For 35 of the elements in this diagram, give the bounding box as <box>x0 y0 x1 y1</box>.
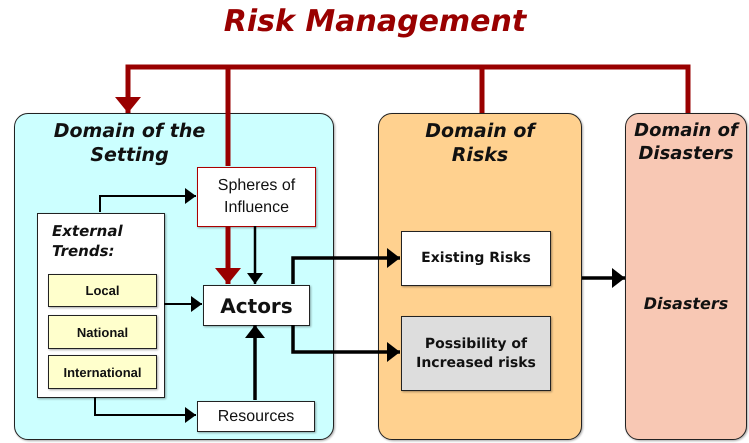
panel-body-text: Disasters <box>642 294 730 313</box>
process-box <box>401 316 551 391</box>
category-label: Local <box>86 283 120 298</box>
domain-panel <box>378 113 582 440</box>
arrow <box>245 325 265 400</box>
box-label: Spheres of Influence <box>216 176 296 218</box>
category-label: International <box>63 364 142 380</box>
box-label: Existing Risks <box>420 249 532 268</box>
domain-panel <box>14 113 334 440</box>
category-label: National <box>76 324 128 340</box>
arrow <box>582 268 625 288</box>
category-box <box>48 315 157 349</box>
panel-heading: Domain of Risks <box>424 120 538 168</box>
arrow <box>94 397 196 423</box>
domain-panel <box>625 113 747 440</box>
process-box <box>401 231 551 286</box>
box-label: Resources <box>218 406 294 427</box>
group-heading: External Trends: <box>52 222 124 261</box>
category-box <box>48 355 157 389</box>
panel-heading: Domain of the Setting <box>52 120 206 168</box>
process-box <box>197 167 316 227</box>
process-box <box>203 285 310 326</box>
arrow <box>164 296 202 312</box>
heading-label: Risk Management <box>224 4 526 39</box>
arrow <box>215 226 241 284</box>
arrow <box>247 226 263 284</box>
arrow <box>291 248 400 284</box>
box-label: Possibility of Increased risks <box>415 335 537 372</box>
panel-heading: Domain of Disasters <box>633 120 741 165</box>
arrow <box>291 325 400 362</box>
category-box <box>48 274 157 307</box>
group-box <box>37 213 165 398</box>
arrow <box>99 188 196 212</box>
box-label: Actors <box>220 294 293 318</box>
process-box <box>197 401 315 432</box>
